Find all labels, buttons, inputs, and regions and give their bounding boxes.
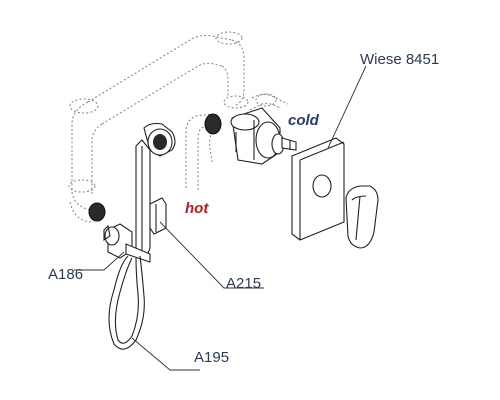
hand-shower (135, 122, 176, 257)
label-a195: A195 (194, 349, 229, 366)
mixer-body (230, 107, 297, 165)
shower-holder (149, 197, 167, 235)
lever-handle (345, 185, 379, 249)
label-hot: hot (185, 200, 209, 217)
label-a215: A215 (226, 275, 261, 292)
seal-rings (88, 113, 222, 222)
label-cold: cold (288, 112, 320, 129)
seal-ring-lower (88, 202, 106, 222)
angle-valve (103, 223, 151, 263)
label-wiese-8451: Wiese 8451 (360, 51, 439, 68)
cover-plate (291, 137, 345, 241)
leader-lines (74, 65, 367, 371)
label-a186: A186 (48, 266, 83, 283)
dotted-pipework (68, 31, 289, 223)
flexible-hose (108, 255, 145, 350)
seal-ring-upper (204, 113, 222, 135)
